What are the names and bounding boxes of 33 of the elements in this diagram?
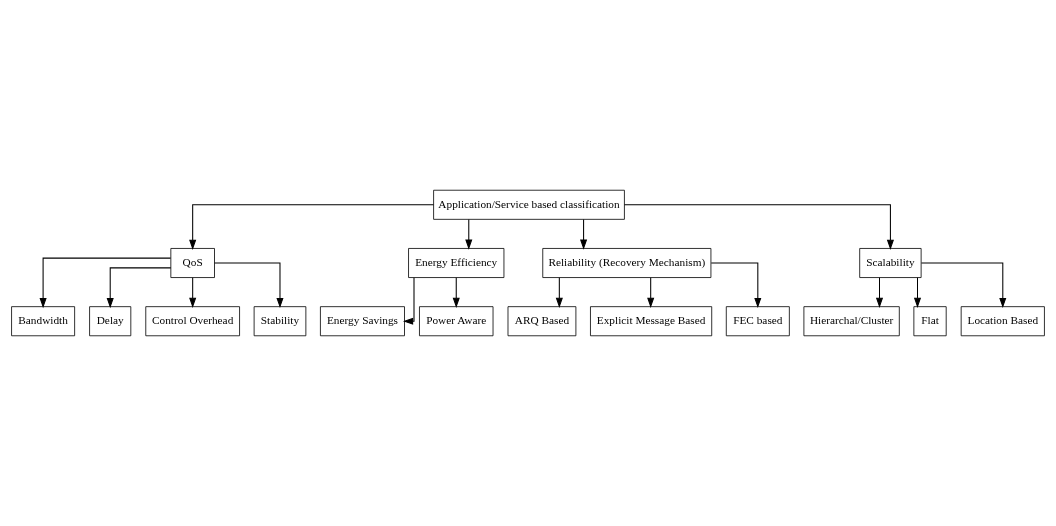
node-box: Hierarchal/Cluster: [803, 306, 900, 337]
node-box: Energy Efficiency: [408, 248, 505, 278]
arrow: [465, 218, 473, 250]
node-box: Application/Service based classification: [433, 189, 625, 220]
node-box: Stability: [253, 306, 307, 337]
node-box: Delay: [89, 306, 132, 337]
arrow: [920, 262, 1007, 309]
node-box: FEC based: [725, 306, 790, 337]
arrow: [402, 277, 415, 325]
arrow: [580, 218, 588, 250]
arrow: [710, 262, 762, 309]
node-box: Explicit Message Based: [590, 306, 713, 337]
arrow: [452, 277, 460, 308]
arrow: [623, 204, 894, 250]
node-box: Control Overhead: [145, 306, 240, 337]
node-box: ARQ Based: [507, 306, 577, 337]
arrow: [875, 277, 884, 308]
node-box: Location Based: [960, 306, 1045, 337]
arrow: [189, 204, 435, 250]
node-box: Power Aware: [419, 306, 494, 337]
node-box: Energy Savings: [320, 306, 405, 337]
arrow: [189, 277, 197, 308]
arrow: [106, 267, 172, 309]
arrow: [555, 277, 563, 308]
node-box: Flat: [913, 306, 947, 337]
arrow: [214, 262, 284, 309]
node-box: QoS: [170, 248, 215, 278]
node-box: Bandwidth: [11, 306, 76, 337]
node-box: Scalability: [859, 248, 922, 278]
arrow: [39, 257, 172, 309]
node-box: Reliability (Recovery Mechanism): [542, 248, 712, 278]
arrow: [913, 277, 922, 308]
arrow: [647, 277, 655, 308]
